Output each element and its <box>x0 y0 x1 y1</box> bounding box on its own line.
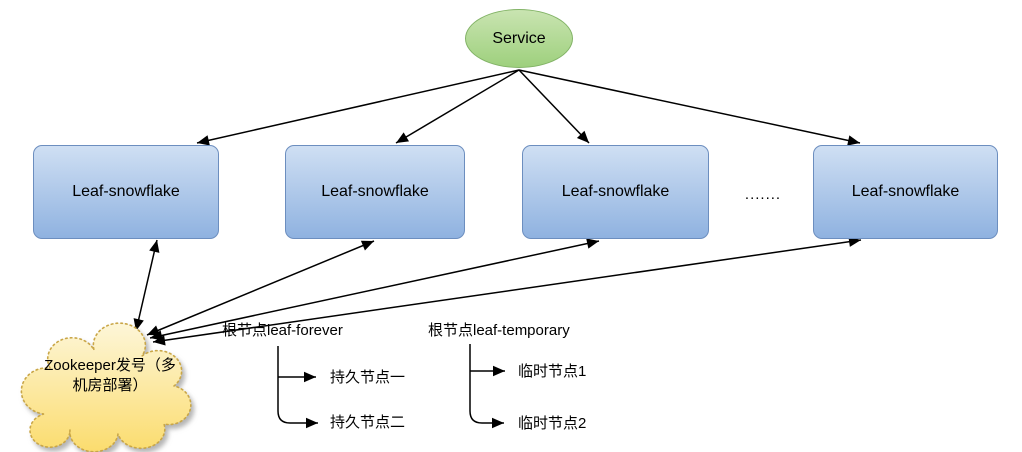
arrow-service-to-leaf3 <box>518 69 590 144</box>
leaf-snowflake-node-1: Leaf-snowflake <box>33 145 219 239</box>
temporary-tree-child1-label: 临时节点1 <box>518 363 587 380</box>
temporary-tree-child2-label: 临时节点2 <box>518 415 587 432</box>
cloud-shape <box>20 322 192 452</box>
leaf-snowflake-label: Leaf-snowflake <box>561 183 670 200</box>
zookeeper-cloud-icon <box>20 322 192 452</box>
arrow-service-to-leaf2 <box>395 69 520 144</box>
service-node: Service <box>465 9 573 68</box>
leaf-snowflake-node-3: Leaf-snowflake <box>522 145 709 239</box>
forever-tree-child2-label: 持久节点二 <box>330 414 406 431</box>
leaf-snowflake-label: Leaf-snowflake <box>72 183 180 200</box>
arrow-service-to-leaf4 <box>518 69 861 146</box>
arrow-leaf4-zookeeper <box>152 236 862 346</box>
service-label: Service <box>492 29 546 47</box>
leaf-snowflake-label: Leaf-snowflake <box>851 183 960 200</box>
temporary-tree-root-label: 根节点leaf-temporary <box>428 322 570 339</box>
arrow-leaf2-zookeeper <box>146 240 375 336</box>
forever-tree-child1-label: 持久节点一 <box>330 369 406 386</box>
arrow-leaf1-zookeeper <box>133 239 160 332</box>
leaf-snowflake-node-4: Leaf-snowflake <box>813 145 998 239</box>
forever-tree-root-label: 根节点leaf-forever <box>222 322 343 339</box>
ellipsis-more-nodes: ....... <box>744 186 782 203</box>
leaf-snowflake-node-2: Leaf-snowflake <box>285 145 465 239</box>
arrow-temporary-child2 <box>469 344 504 429</box>
leaf-snowflake-label: Leaf-snowflake <box>321 183 429 200</box>
arrow-forever-child2 <box>277 346 318 429</box>
zookeeper-cloud-label: Zookeeper发号（多机房部署） <box>44 357 176 394</box>
arrow-service-to-leaf1 <box>196 69 520 146</box>
